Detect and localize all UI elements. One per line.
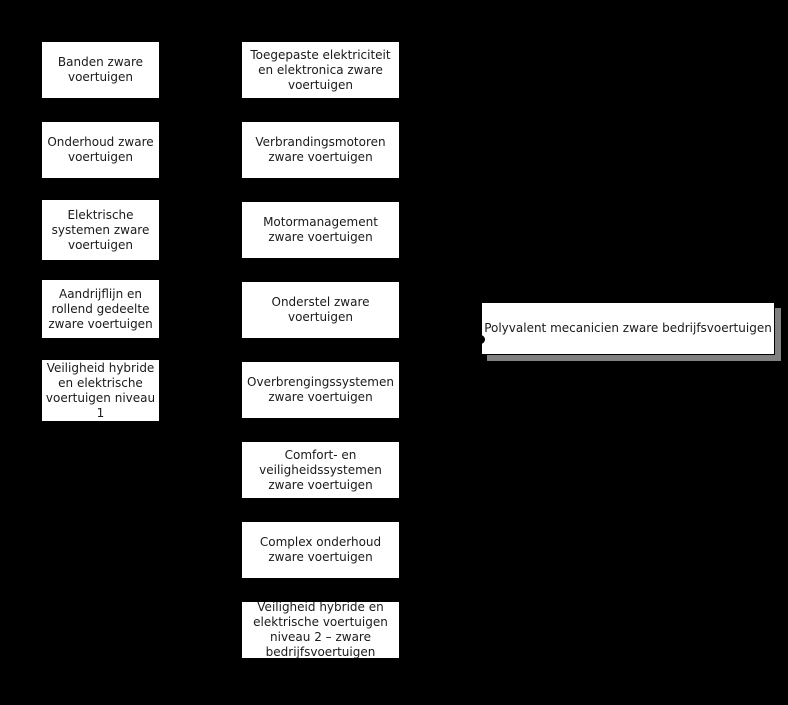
edge-endpoint-dot xyxy=(476,335,485,344)
module-node-aandrijflijn-rollend-gedeelte[interactable]: Aandrijflijn en rollend gedeelte zware v… xyxy=(41,279,160,339)
module-node-veiligheid-hybride-niveau-1[interactable]: Veiligheid hybride en elektrische voertu… xyxy=(41,359,160,422)
module-node-onderhoud-zware-voertuigen[interactable]: Onderhoud zware voertuigen xyxy=(41,121,160,179)
module-node-motormanagement[interactable]: Motormanagement zware voertuigen xyxy=(241,201,400,259)
target-node-polyvalent-mecanicien[interactable]: Polyvalent mecanicien zware bedrijfsvoer… xyxy=(481,302,775,355)
module-node-complex-onderhoud[interactable]: Complex onderhoud zware voertuigen xyxy=(241,521,400,579)
module-node-comfort-veiligheidssystemen[interactable]: Comfort- en veiligheidssystemen zware vo… xyxy=(241,441,400,499)
module-node-toegepaste-elektriciteit[interactable]: Toegepaste elektriciteit en elektronica … xyxy=(241,41,400,99)
module-node-verbrandingsmotoren[interactable]: Verbrandingsmotoren zware voertuigen xyxy=(241,121,400,179)
module-node-onderstel[interactable]: Onderstel zware voertuigen xyxy=(241,281,400,339)
module-node-veiligheid-hybride-niveau-2[interactable]: Veiligheid hybride en elektrische voertu… xyxy=(241,600,400,659)
module-node-overbrengingssystemen[interactable]: Overbrengingssystemen zware voertuigen xyxy=(241,361,400,419)
module-node-elektrische-systemen[interactable]: Elektrische systemen zware voertuigen xyxy=(41,199,160,261)
module-node-banden-zware-voertuigen[interactable]: Banden zware voertuigen xyxy=(41,41,160,99)
